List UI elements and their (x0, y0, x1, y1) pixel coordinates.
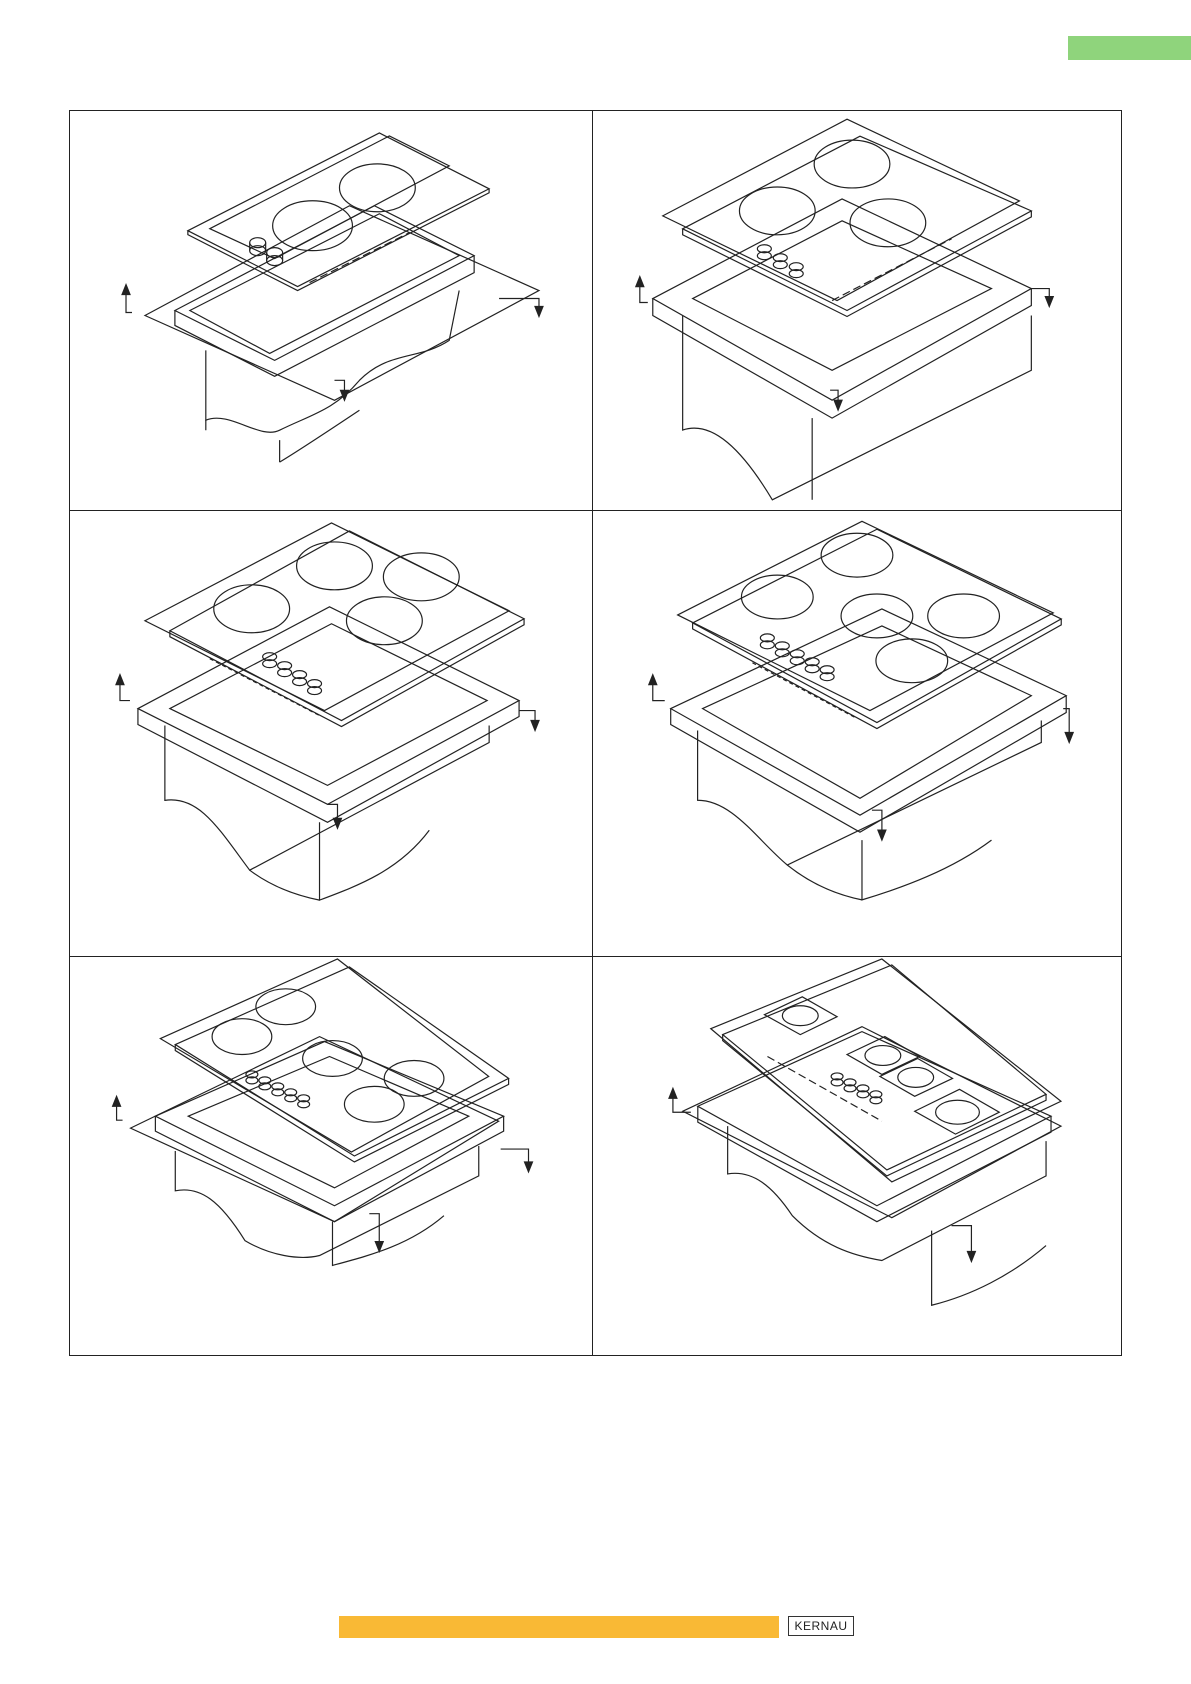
figure-hob-3-zone (593, 111, 1121, 511)
footer-accent-bar (339, 1616, 779, 1638)
figure-hob-4-zone (70, 511, 593, 957)
brand-logo: KERNAU (788, 1616, 854, 1636)
figure-hob-5-zone (593, 511, 1121, 957)
section-color-tab (1068, 36, 1191, 60)
figure-hob-2-zone (70, 111, 593, 511)
figure-hob-4-square-zone (593, 957, 1121, 1355)
figure-hob-5-zone-wide (70, 957, 593, 1355)
installation-figure-grid (69, 110, 1122, 1356)
